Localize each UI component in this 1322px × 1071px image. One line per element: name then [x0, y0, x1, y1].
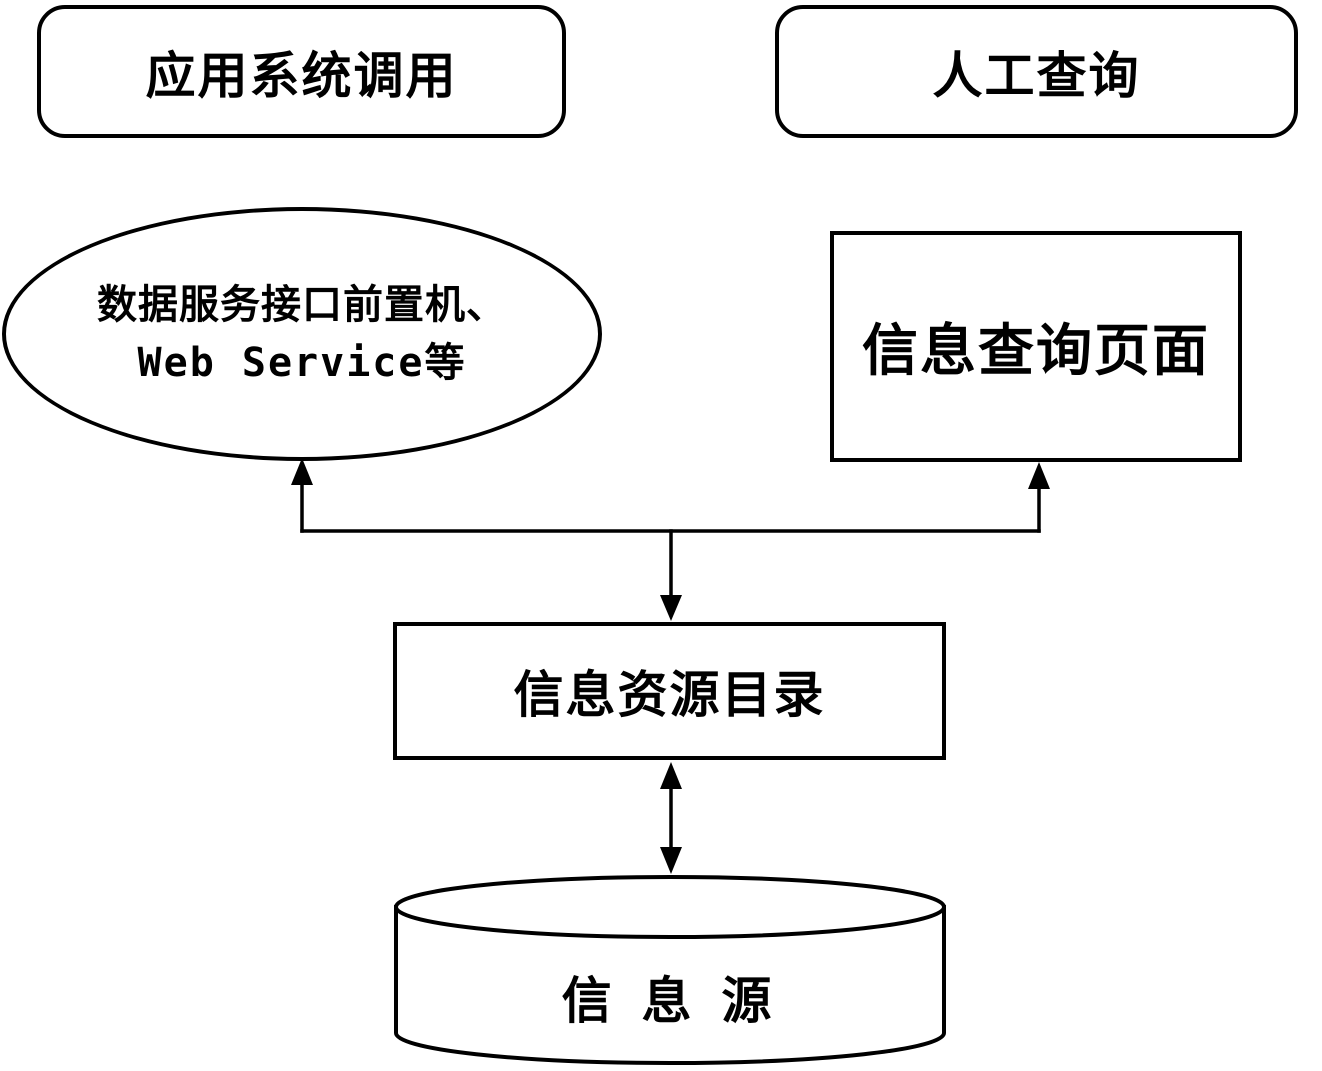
- node-manual-query-label: 人工查询: [932, 47, 1141, 104]
- arrowhead-up-into-catalog-icon: [660, 762, 682, 789]
- arrowhead-up-into-frontend-icon: [291, 458, 313, 485]
- node-info-source: 信 息 源: [393, 873, 948, 1069]
- node-manual-query: 人工查询: [775, 5, 1298, 138]
- cylinder-shape-icon: [394, 875, 946, 1065]
- node-app-system-call-label: 应用系统调用: [145, 47, 458, 104]
- node-app-system-call: 应用系统调用: [37, 5, 566, 138]
- node-info-resource-catalog-label: 信息资源目录: [513, 667, 826, 723]
- node-info-query-page-label: 信息查询页面: [862, 319, 1210, 382]
- node-info-query-page: 信息查询页面: [830, 231, 1242, 462]
- node-info-source-label: 信 息 源: [561, 973, 780, 1029]
- node-data-service-frontend: 数据服务接口前置机、 Web Service等: [2, 207, 602, 461]
- arrowhead-up-into-querypage-icon: [1028, 462, 1050, 489]
- node-data-service-frontend-label-line2: Web Service等: [137, 340, 467, 386]
- node-data-service-frontend-label-line1: 数据服务接口前置机、: [97, 283, 507, 327]
- arrowhead-down-into-source-icon: [660, 847, 682, 874]
- node-info-resource-catalog: 信息资源目录: [393, 622, 946, 760]
- arrowhead-down-into-catalog-icon: [660, 595, 682, 621]
